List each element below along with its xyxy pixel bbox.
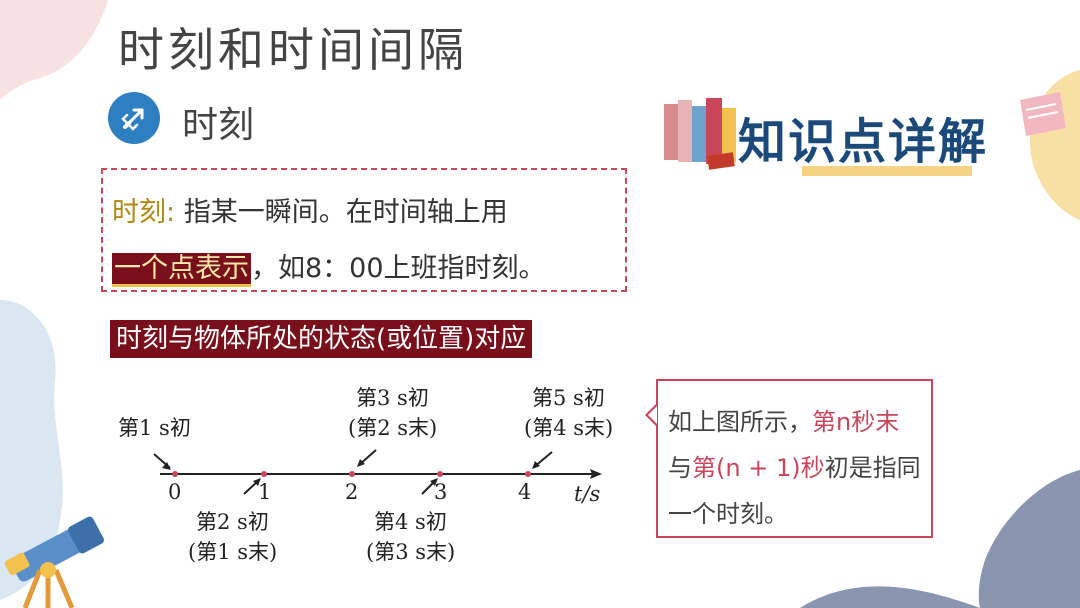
telescope-icon [4,516,104,608]
note-text-2b: 第(n + 1)秒 [692,454,825,482]
tick-3: 3 [434,480,448,504]
books-icon [664,98,972,176]
definition-term: 时刻 [112,197,166,228]
definition-line-2: 一个点表示，如8：00上班指时刻。 [112,246,546,287]
tick-4: 4 [518,480,532,504]
tick-2: 2 [345,480,359,504]
label-t1-b: (第1 s末) [188,540,278,564]
label-t3-a: 第4 s初 [374,510,447,534]
note-text-2a: 与 [668,454,692,482]
tick-1: 1 [258,480,272,504]
banner: 时刻与物体所处的状态(或位置)对应 [110,320,533,358]
definition-highlight: 一个点表示 [112,253,251,287]
badge [662,96,1034,180]
label-t4-a: 第5 s初 [532,386,605,410]
definition-text-2: ，如8：00上班指时刻。 [251,253,546,284]
label-t2-a: 第3 s初 [356,386,429,410]
label-t2-b: (第2 s末) [348,416,438,440]
note-text-1a: 如上图所示， [668,408,812,436]
note-line-3: 一个时刻。 [668,500,788,528]
badge-text: 知识点详解 [738,114,989,170]
label-t3-b: (第3 s末) [366,540,456,564]
definition-text-1: 指某一瞬间。在时间轴上用 [183,197,508,228]
section-label: 时刻 [182,105,255,146]
note-box [656,379,933,538]
label-t4-b: (第4 s末) [524,416,614,440]
timeline-diagram [153,449,602,495]
axis-unit: t/s [574,482,601,506]
tick-0: 0 [168,480,182,504]
rocket-icon [108,92,160,144]
definition-box [101,168,627,292]
page-title: 时刻和时间间隔 [118,23,468,77]
note-line-1: 如上图所示，第n秒末 [668,402,899,437]
label-t1-a: 第2 s初 [196,510,269,534]
note-pointer-inner [648,406,657,424]
definition-line-1: 时刻: 指某一瞬间。在时间轴上用 [112,190,508,229]
label-t0: 第1 s初 [118,416,191,440]
note-line-2: 与第(n + 1)秒初是指同 [668,448,921,483]
note-text-2c: 初是指同 [824,454,921,482]
note-text-1b: 第n秒末 [812,408,900,436]
definition-colon: : [166,197,176,228]
